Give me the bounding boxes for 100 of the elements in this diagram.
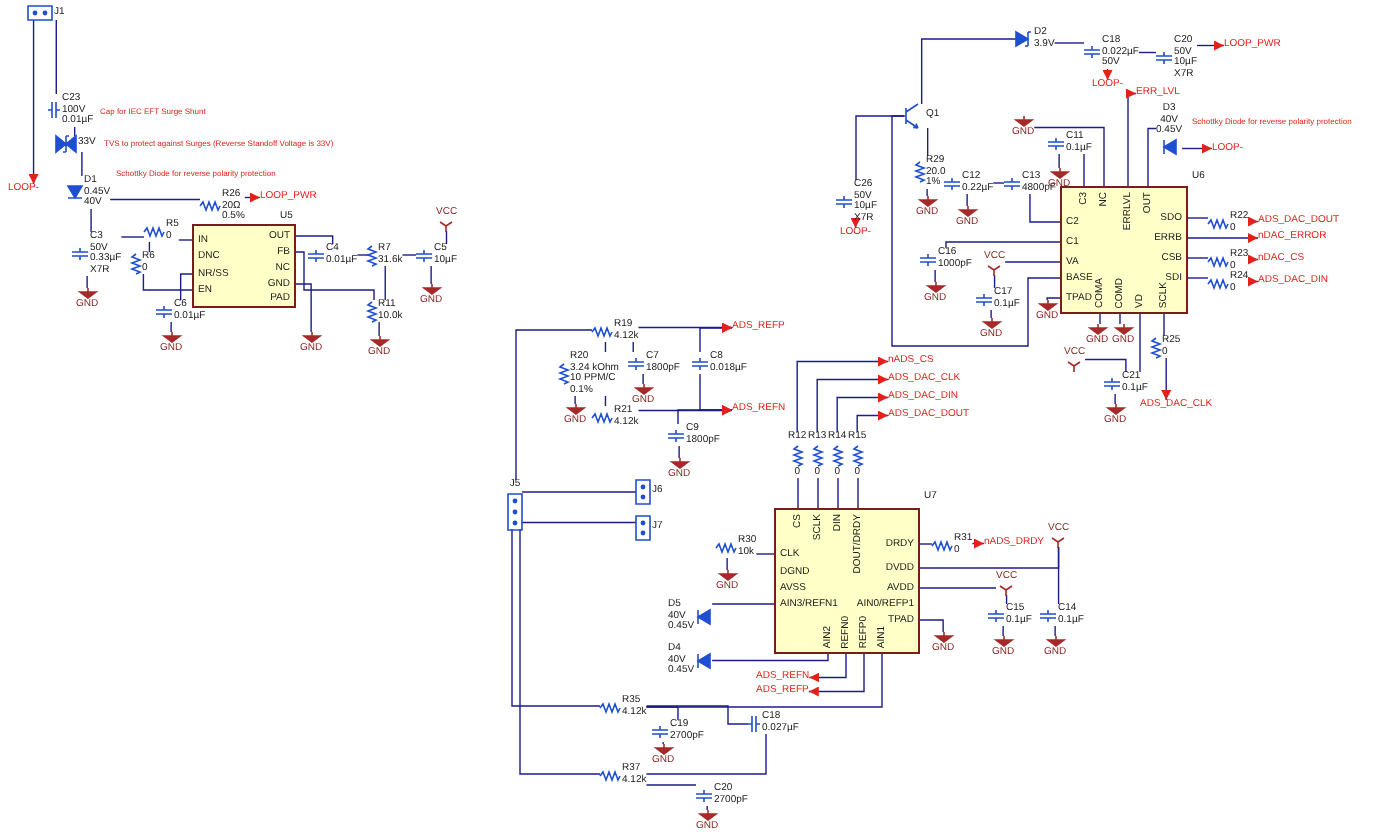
wire [511, 528, 601, 707]
wire [604, 341, 607, 353]
wire [678, 445, 680, 459]
wire [170, 321, 172, 333]
wire [699, 323, 733, 353]
wire [1139, 313, 1141, 373]
ic-body [192, 224, 296, 308]
wire [891, 115, 1061, 347]
wire [926, 127, 929, 157]
wire [179, 273, 193, 301]
wire [1057, 546, 1060, 605]
wire [837, 477, 839, 509]
wire [919, 543, 933, 545]
wire [711, 653, 829, 662]
wire [356, 254, 369, 256]
wire [81, 151, 83, 177]
wire [726, 557, 728, 571]
wire [632, 341, 634, 353]
wire [637, 405, 733, 416]
wire [926, 188, 928, 197]
wire [1099, 313, 1101, 325]
wire [1046, 297, 1061, 301]
wire [971, 538, 985, 549]
wire [706, 805, 708, 811]
wire [295, 251, 375, 301]
wire [142, 273, 193, 291]
wire [797, 477, 799, 509]
wire [919, 619, 944, 633]
wire [836, 392, 889, 433]
wire [1114, 393, 1116, 405]
wire [1247, 276, 1259, 287]
wire [178, 239, 193, 241]
wire [244, 192, 261, 203]
wire [992, 182, 1005, 184]
wire [1138, 51, 1157, 54]
wire [1247, 254, 1259, 265]
wire [645, 705, 749, 725]
wire [796, 356, 889, 433]
wire [855, 115, 905, 181]
wire [148, 241, 151, 253]
wire [1119, 313, 1121, 325]
wire [1196, 40, 1225, 51]
wire [574, 395, 576, 405]
wire [445, 230, 448, 245]
wire [295, 235, 334, 245]
wire [1161, 357, 1172, 401]
wire [519, 528, 601, 775]
wire [808, 653, 847, 683]
wire [515, 329, 593, 481]
wire [856, 410, 889, 433]
wire [1029, 193, 1061, 223]
wire [850, 218, 861, 229]
wire [1033, 126, 1105, 187]
wire [521, 491, 637, 493]
wire [645, 784, 697, 786]
wire [604, 395, 607, 407]
wire [816, 374, 889, 433]
wire [1054, 625, 1056, 637]
wire [990, 309, 992, 319]
wire [1053, 42, 1085, 44]
wire [857, 477, 859, 509]
wire [521, 521, 637, 524]
wire [430, 265, 432, 285]
wire [808, 653, 865, 697]
wire [1058, 153, 1060, 169]
wire [642, 373, 644, 385]
wire [384, 265, 386, 301]
wire [645, 733, 767, 775]
wire [109, 198, 201, 201]
wire [677, 405, 733, 425]
wire [1181, 143, 1213, 154]
wire [993, 274, 996, 289]
wire [817, 477, 819, 509]
wire [1002, 625, 1004, 637]
wire [90, 208, 92, 233]
wire [1126, 88, 1137, 187]
wire [1187, 257, 1209, 259]
wire [28, 19, 39, 185]
wire [1187, 217, 1209, 219]
wire [55, 19, 57, 95]
wire [1187, 233, 1259, 243]
wire [645, 706, 679, 721]
wire [1004, 261, 1061, 263]
wire [295, 283, 312, 333]
wire [755, 553, 775, 555]
ic-body [774, 508, 920, 654]
wire [378, 321, 380, 337]
wire [1147, 127, 1157, 187]
wire [1163, 313, 1165, 337]
ic-body [1060, 186, 1188, 314]
wire [934, 269, 936, 283]
wire [920, 38, 1017, 105]
wire [945, 241, 1061, 249]
wire [1102, 68, 1113, 81]
wire [966, 193, 968, 207]
wire [919, 587, 997, 589]
wire [1187, 277, 1209, 279]
wire [711, 603, 775, 605]
wire [1083, 153, 1085, 187]
wire [1084, 358, 1127, 373]
